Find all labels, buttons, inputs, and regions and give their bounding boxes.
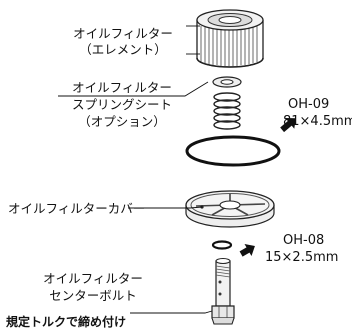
spring-seat-label-line2: スプリングシート — [71, 97, 172, 112]
center-bolt-illustration — [211, 258, 235, 325]
oil-filter-cover-illustration — [185, 190, 275, 228]
large-o-ring-illustration — [185, 135, 281, 167]
small-o-ring-size-label: 15×2.5mm — [265, 250, 339, 265]
spring-seat-label-line1: オイルフィルター — [72, 80, 172, 95]
spring-illustration — [213, 92, 241, 130]
leader-lines — [58, 25, 213, 314]
large-o-ring-size-label: 81×4.5mm — [283, 114, 352, 129]
oil-filter-cover-label: オイルフィルターカバー — [8, 201, 146, 216]
torque-note: 規定トルクで締め付け — [6, 315, 127, 329]
spring-seat-label-line3: （オプション） — [78, 114, 166, 129]
oil-filter-element-label: オイルフィルター （エレメント） — [58, 26, 188, 58]
center-bolt-label: オイルフィルター センターボルト — [28, 270, 158, 304]
small-o-ring-code: OH-08 — [283, 233, 325, 248]
small-o-ring-illustration — [211, 240, 233, 250]
oil-filter-element-illustration — [196, 9, 264, 68]
large-o-ring-code: OH-09 — [288, 97, 330, 112]
oil-filter-element-label-line1: オイルフィルター — [73, 26, 173, 41]
oil-filter-element-label-line2: （エレメント） — [79, 42, 167, 57]
center-bolt-label-line2: センターボルト — [49, 288, 137, 303]
spring-seat-illustration — [212, 76, 242, 88]
spring-seat-label: オイルフィルター スプリングシート （オプション） — [52, 79, 192, 130]
large-o-ring-label: OH-09 — [286, 97, 329, 113]
center-bolt-label-line1: オイルフィルター — [43, 271, 143, 286]
arrow-icons — [239, 117, 296, 257]
